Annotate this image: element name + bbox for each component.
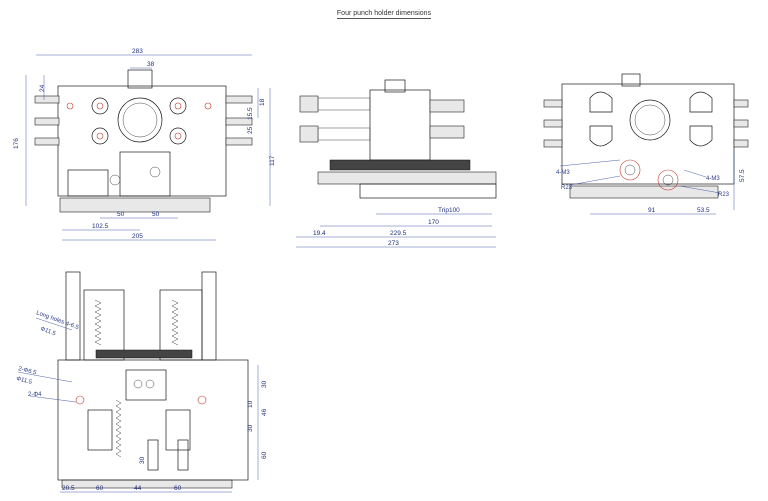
bottom-springs: [94, 299, 179, 458]
dim-top-left-radius: R23: [561, 185, 573, 191]
top-view: 4-M3 R23 4-M3 R23 57.5 91 53.5: [543, 73, 749, 215]
side-view: Trip100 170 19.4 229.5 273: [296, 79, 497, 248]
dim-side-trip: Trip100: [438, 207, 460, 214]
side-main-block: [369, 89, 431, 161]
front-base-plate: [59, 197, 211, 213]
dim-front-half-base: 102.5: [92, 223, 109, 230]
top-left-flange: [619, 159, 641, 181]
dim-bottom-base-60b: 60: [174, 485, 182, 492]
dim-top-right-radius: R23: [718, 192, 730, 198]
dim-bottom-right-60: 60: [261, 451, 268, 459]
dim-bottom-inner-30: 30: [139, 456, 146, 464]
dim-front-left-height: 176: [13, 138, 20, 149]
dim-front-base-width: 205: [132, 233, 143, 240]
dim-front-half-right: 50: [152, 211, 160, 218]
top-base-plate: [569, 185, 719, 199]
dim-front-right-top: 18: [259, 98, 266, 106]
bottom-view: Long holes 4-6.5 Φ11.5 2-Φ6.5 Φ11.5 2-Φ4…: [16, 271, 268, 493]
dim-top-right-height: 57.5: [739, 169, 746, 182]
dim-bottom-label-b: 2-Φ6.5: [18, 366, 38, 376]
dim-bottom-label-d: 2-Φ4: [28, 392, 42, 398]
dim-bottom-right-10: 10: [247, 400, 254, 408]
front-top-block: [127, 69, 153, 89]
dim-top-left-thread: 4-M3: [556, 170, 570, 176]
front-center-bore: [117, 97, 163, 143]
front-main-body: [57, 85, 227, 197]
dim-bottom-label-c: Φ11.5: [16, 376, 34, 386]
dim-top-right-thread: 4-M3: [706, 176, 720, 182]
dim-bottom-base-44: 44: [134, 485, 142, 492]
dim-bottom-right-30: 30: [261, 380, 268, 388]
top-center-bore: [629, 99, 671, 141]
side-rail: [317, 171, 497, 185]
side-slide-bar: [329, 159, 471, 171]
dim-front-right-height: 117: [269, 155, 276, 166]
dim-bottom-base-20-5: 20.5: [62, 485, 75, 492]
dim-side-overall-length: 273: [388, 240, 399, 247]
dim-top-base-right: 53.5: [697, 207, 710, 214]
dim-front-right-mid: 15.5: [247, 107, 254, 120]
dim-top-base-left: 91: [648, 207, 656, 214]
dim-front-half-left: 50: [117, 211, 125, 218]
dim-front-top-offset: 24: [39, 84, 46, 92]
dim-front-right-small: 25: [247, 126, 254, 134]
top-punch-clamps: [589, 91, 713, 147]
front-punch-holes: [66, 97, 212, 145]
drawing-title: Four punch holder dimensions: [336, 10, 432, 19]
bottom-gear-bar: [95, 349, 193, 359]
dim-bottom-right-46: 46: [261, 408, 268, 416]
dim-side-stroke: 170: [428, 219, 439, 226]
front-view: 283 38 176 24 18 15.5 25 117 50 50 102.5…: [13, 48, 276, 241]
dim-side-mid-length: 229.5: [390, 230, 407, 237]
top-right-flange: [657, 169, 679, 191]
top-main-body: [561, 83, 735, 185]
dim-bottom-base-60a: 60: [96, 485, 104, 492]
front-lower-block: [119, 151, 171, 197]
dim-front-overall-width: 283: [132, 48, 143, 55]
dim-bottom-label-a: Φ11.5: [39, 326, 57, 337]
dim-side-offset: 19.4: [313, 230, 326, 237]
bottom-main-body: [57, 359, 249, 481]
side-springs: [299, 95, 465, 143]
front-left-rods: [34, 95, 60, 146]
bottom-base-plate: [61, 479, 233, 489]
dim-bottom-right-30b: 30: [247, 424, 254, 432]
dim-front-top-center: 38: [147, 61, 155, 68]
front-right-rods: [225, 95, 253, 146]
top-side-rods: [543, 99, 749, 148]
